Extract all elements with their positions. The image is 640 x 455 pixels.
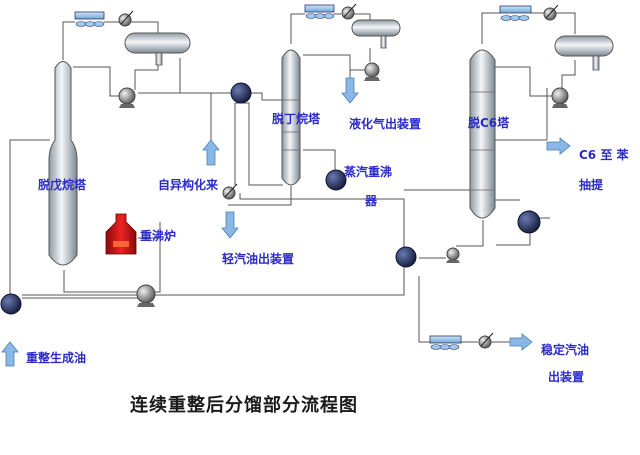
air-cooler-3 [499, 5, 532, 21]
label-stable-gasoline-2: 出装置 [548, 369, 584, 384]
air-cooler-icon [499, 5, 532, 14]
heat-exchanger-icon [325, 169, 347, 191]
label-debutanizer: 脱丁烷塔 [272, 111, 321, 126]
flow-arrow-icon [509, 333, 533, 351]
label-steam-reboiler-1: 蒸汽重沸 [344, 164, 392, 179]
heat-exchanger-icon [0, 293, 22, 315]
pump-icon [364, 62, 380, 81]
control-valves [118, 3, 559, 349]
label-dehexanizer: 脱C6塔 [468, 115, 510, 130]
pump-icon [118, 87, 136, 108]
heat-exchanger-icon [230, 82, 252, 104]
column-icon [469, 49, 496, 219]
control-valve-icon [543, 4, 559, 21]
furnace-icon [105, 213, 137, 255]
heat-exchanger-icon [517, 210, 541, 234]
label-steam-reboiler-2: 器 [364, 194, 378, 208]
air-cooler-1 [74, 11, 105, 27]
flow-arrows [1, 77, 571, 367]
pump-icon [551, 87, 569, 108]
label-lpg-out: 液化气出装置 [349, 116, 421, 131]
air-cooler-icon [74, 11, 105, 20]
air-cooler-icon [429, 335, 462, 344]
diagram-title: 连续重整后分馏部分流程图 [130, 394, 358, 416]
pump-icon [446, 247, 460, 263]
pumps [118, 62, 569, 307]
flow-arrow-icon [221, 211, 239, 239]
reboiler-furnace [105, 213, 137, 255]
control-valve-icon [222, 183, 238, 200]
heat-exchangers [0, 82, 541, 315]
reflux-drum-icon [124, 32, 191, 54]
reflux-drum-2 [351, 19, 401, 49]
column-dehexanizer [469, 49, 496, 219]
label-light-gasoline-out: 轻汽油出装置 [222, 251, 294, 266]
column-icon [48, 61, 78, 266]
column-debutanizer [281, 49, 301, 186]
control-valve-icon [341, 3, 357, 20]
label-c6-to-benzene-2: 抽提 [579, 177, 604, 192]
label-depentanizer: 脱戊烷塔 [38, 177, 87, 192]
heat-exchanger-icon [395, 246, 417, 268]
reflux-drum-icon [351, 19, 401, 37]
labels: 脱戊烷塔 脱丁烷塔 脱C6塔 重沸炉 自异构化来 液化气出装置 轻汽油出装置 蒸… [26, 111, 630, 384]
column-depentanizer [48, 61, 78, 266]
label-iso-feed: 自异构化来 [158, 177, 219, 192]
reflux-drum-3 [554, 35, 614, 71]
label-c6-to-benzene-1: C6 至 苯 [579, 147, 630, 162]
label-stable-gasoline-1: 稳定汽油 [541, 342, 589, 357]
air-cooler-4 [429, 335, 462, 350]
flow-arrow-icon [546, 137, 571, 155]
flow-arrow-icon [202, 139, 220, 166]
reflux-drum-icon [554, 35, 614, 57]
flow-arrow-icon [341, 77, 359, 104]
label-reformate-in: 重整生成油 [26, 350, 86, 365]
flow-arrow-icon [1, 341, 19, 367]
pump-icon [136, 284, 156, 307]
label-furnace: 重沸炉 [140, 228, 176, 243]
air-cooler-2 [304, 4, 335, 19]
control-valve-icon [478, 332, 494, 349]
control-valve-icon [118, 10, 134, 27]
column-icon [281, 49, 301, 186]
reflux-drum-1 [124, 32, 191, 66]
air-cooler-icon [304, 4, 335, 13]
